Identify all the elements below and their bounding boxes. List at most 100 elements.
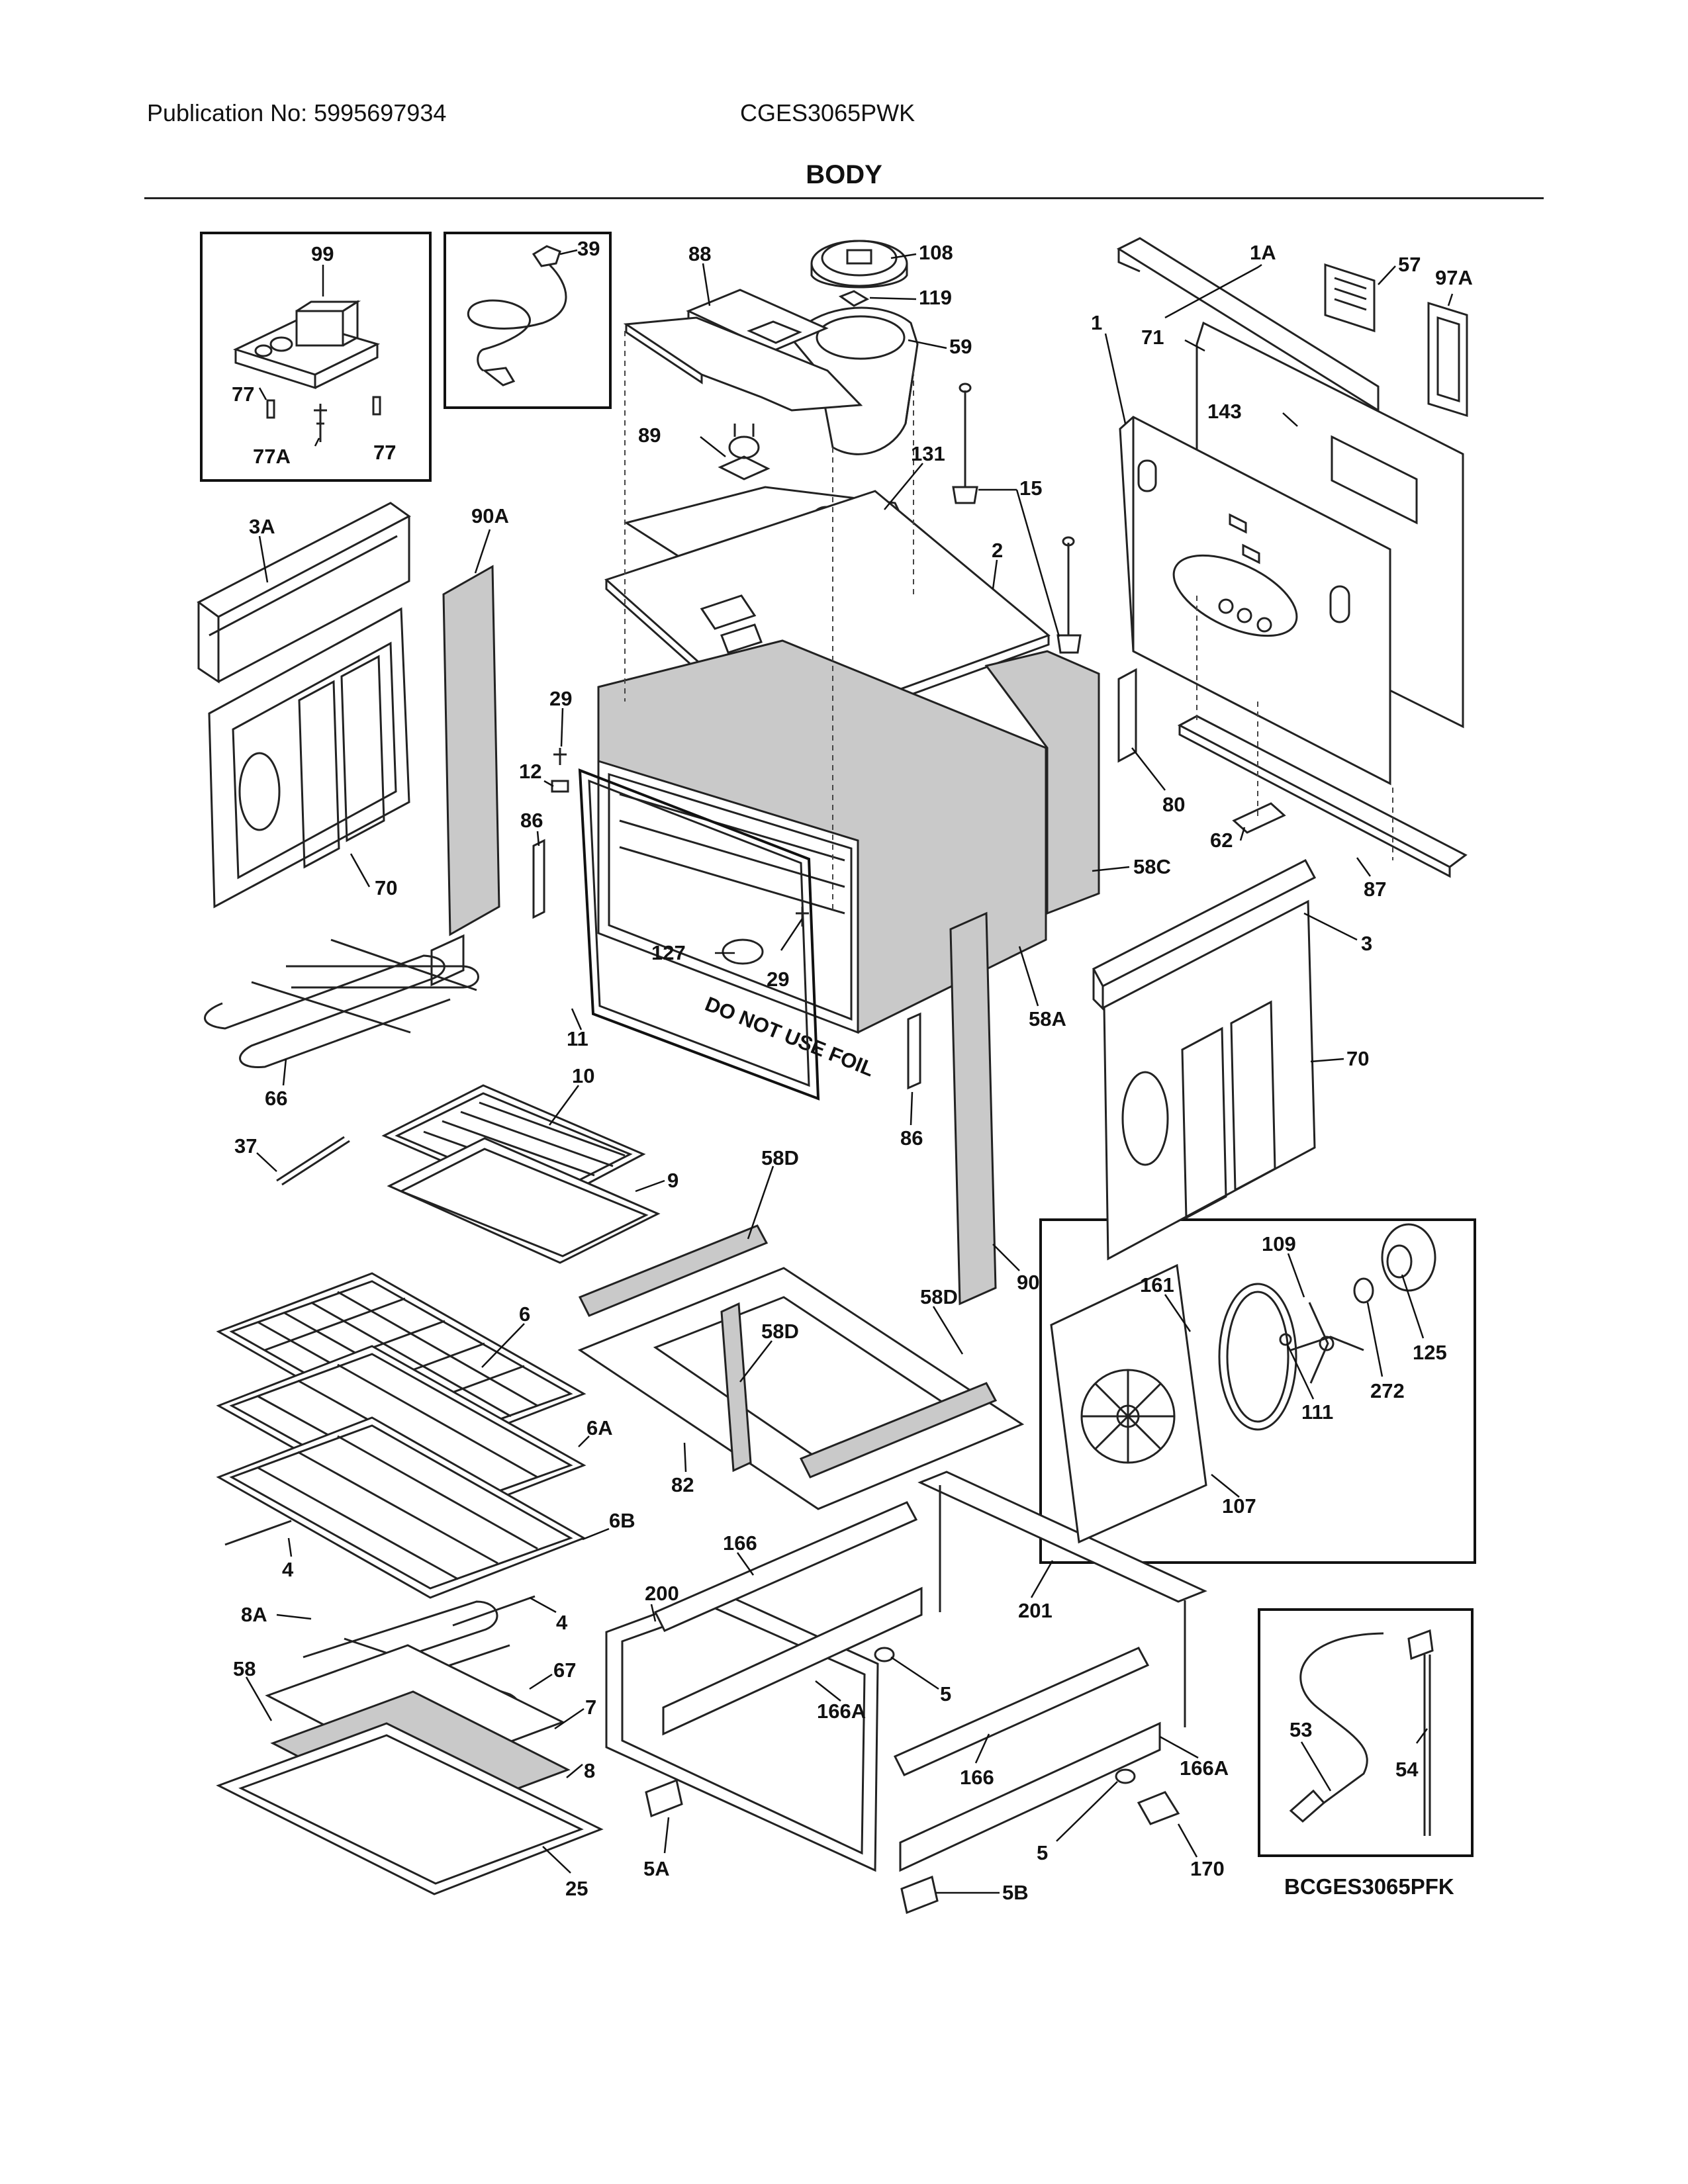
part-baffle-88-lower xyxy=(623,316,863,412)
part-terminal-62 xyxy=(1232,802,1286,834)
part-back-panel-1 xyxy=(1119,416,1391,786)
part-label: 131 xyxy=(911,442,945,465)
part-broil-pan-bottom-9 xyxy=(387,1137,661,1264)
part-label: 59 xyxy=(949,335,972,358)
part-insulation-90a xyxy=(442,565,500,936)
part-side-insulation-90 xyxy=(949,911,997,1306)
part-label: 29 xyxy=(767,968,789,991)
part-label: 6A xyxy=(586,1416,613,1439)
part-label: 58D xyxy=(761,1320,799,1343)
part-fan-blade-109 xyxy=(1290,1302,1364,1384)
part-label: 58C xyxy=(1133,855,1171,878)
part-heater-ring-161 xyxy=(1218,1283,1297,1431)
part-label: 54 xyxy=(1395,1758,1419,1781)
part-label: 77A xyxy=(253,445,291,468)
part-label: 5 xyxy=(1037,1841,1048,1864)
part-label: 5B xyxy=(1002,1881,1029,1904)
part-label: 86 xyxy=(900,1126,923,1150)
part-label: 29 xyxy=(549,687,572,710)
part-label: 8 xyxy=(584,1759,595,1782)
part-rail-1a xyxy=(1116,237,1380,412)
part-label: 109 xyxy=(1262,1232,1296,1255)
part-trim-frame-82 xyxy=(577,1224,1025,1510)
part-connector-77 xyxy=(266,396,381,442)
part-label: 8A xyxy=(241,1603,267,1626)
part-rail-166 xyxy=(653,1501,1150,1776)
part-fan-cover-107 xyxy=(1050,1263,1207,1544)
part-drawer-frame-201 xyxy=(917,1471,1207,1727)
leader-lines xyxy=(245,249,1454,1894)
inset-box-transformer xyxy=(200,232,432,482)
part-label: 125 xyxy=(1413,1341,1447,1364)
part-label: 166 xyxy=(723,1531,757,1555)
part-label: 80 xyxy=(1162,793,1185,816)
part-label: 7 xyxy=(585,1696,596,1719)
part-label: 58 xyxy=(233,1657,256,1680)
part-label: 37 xyxy=(234,1134,257,1158)
part-bottom-panel-25 xyxy=(216,1722,604,1895)
part-hinge-5b xyxy=(900,1875,939,1915)
part-door-gasket-11 xyxy=(578,768,820,1101)
publication-number: Publication No: 5995697934 xyxy=(147,99,447,126)
part-label: 119 xyxy=(919,286,952,309)
page-title: BODY xyxy=(806,160,882,189)
part-rail-166a xyxy=(662,1586,1161,1872)
part-sensor-53 xyxy=(1289,1632,1384,1823)
part-vent-57 xyxy=(1324,263,1376,333)
part-bracket-170 xyxy=(1137,1791,1180,1825)
part-bracket-80 xyxy=(1117,668,1137,763)
part-oven-cavity: DO NOT USE FOIL xyxy=(597,639,1100,1081)
part-label: 25 xyxy=(565,1877,588,1900)
part-label: 82 xyxy=(671,1473,694,1496)
part-label: 6 xyxy=(519,1302,530,1326)
part-label: 58D xyxy=(761,1146,799,1169)
part-label: 127 xyxy=(651,941,686,964)
part-nut-111 xyxy=(1279,1333,1292,1346)
part-label: 166 xyxy=(960,1766,994,1789)
part-label: 166A xyxy=(1180,1756,1229,1780)
part-leveler-5 xyxy=(874,1647,1136,1784)
part-screw-29 xyxy=(553,748,809,927)
part-label: 77 xyxy=(373,441,396,464)
part-label: 108 xyxy=(919,241,953,264)
part-temp-probe-15 xyxy=(952,383,1082,654)
part-label: 70 xyxy=(375,876,397,899)
header-rule xyxy=(144,197,1544,199)
part-side-panel-70-left xyxy=(208,607,410,909)
part-label: 111 xyxy=(1301,1400,1333,1424)
part-transformer-board xyxy=(232,300,381,390)
part-broil-element-66 xyxy=(204,934,479,1069)
part-clip-119 xyxy=(838,290,870,307)
part-clip-37 xyxy=(276,1136,350,1186)
part-label: 88 xyxy=(688,242,711,265)
part-label: 87 xyxy=(1364,878,1386,901)
part-label: 58D xyxy=(920,1285,958,1308)
part-duct-59 xyxy=(790,306,919,455)
part-label: 201 xyxy=(1018,1599,1053,1622)
part-label: 272 xyxy=(1370,1379,1405,1402)
part-label: 15 xyxy=(1019,477,1042,500)
part-label: 1A xyxy=(1250,241,1276,264)
part-label: 99 xyxy=(311,242,334,265)
part-hinge-5a xyxy=(645,1778,683,1818)
part-rack-slide-4 xyxy=(224,1520,536,1627)
part-label: 5 xyxy=(940,1682,951,1706)
part-screw-12 xyxy=(551,780,569,793)
part-motor-89 xyxy=(718,424,771,480)
inset-box-power-cord xyxy=(444,232,612,409)
part-label: 9 xyxy=(667,1169,679,1192)
part-label: 62 xyxy=(1210,829,1233,852)
inset-box-sensor xyxy=(1258,1608,1474,1857)
part-label: 4 xyxy=(556,1611,568,1634)
model-number: CGES3065PWK xyxy=(740,99,915,126)
part-label: 170 xyxy=(1190,1857,1225,1880)
part-label: 71 xyxy=(1141,326,1164,349)
part-label: 53 xyxy=(1289,1718,1312,1741)
part-label: 57 xyxy=(1398,253,1421,276)
part-power-cord xyxy=(467,245,567,387)
part-label: 77 xyxy=(232,383,254,406)
part-label: 166A xyxy=(817,1700,866,1723)
part-label: 58A xyxy=(1029,1007,1066,1030)
part-label: 67 xyxy=(553,1659,576,1682)
